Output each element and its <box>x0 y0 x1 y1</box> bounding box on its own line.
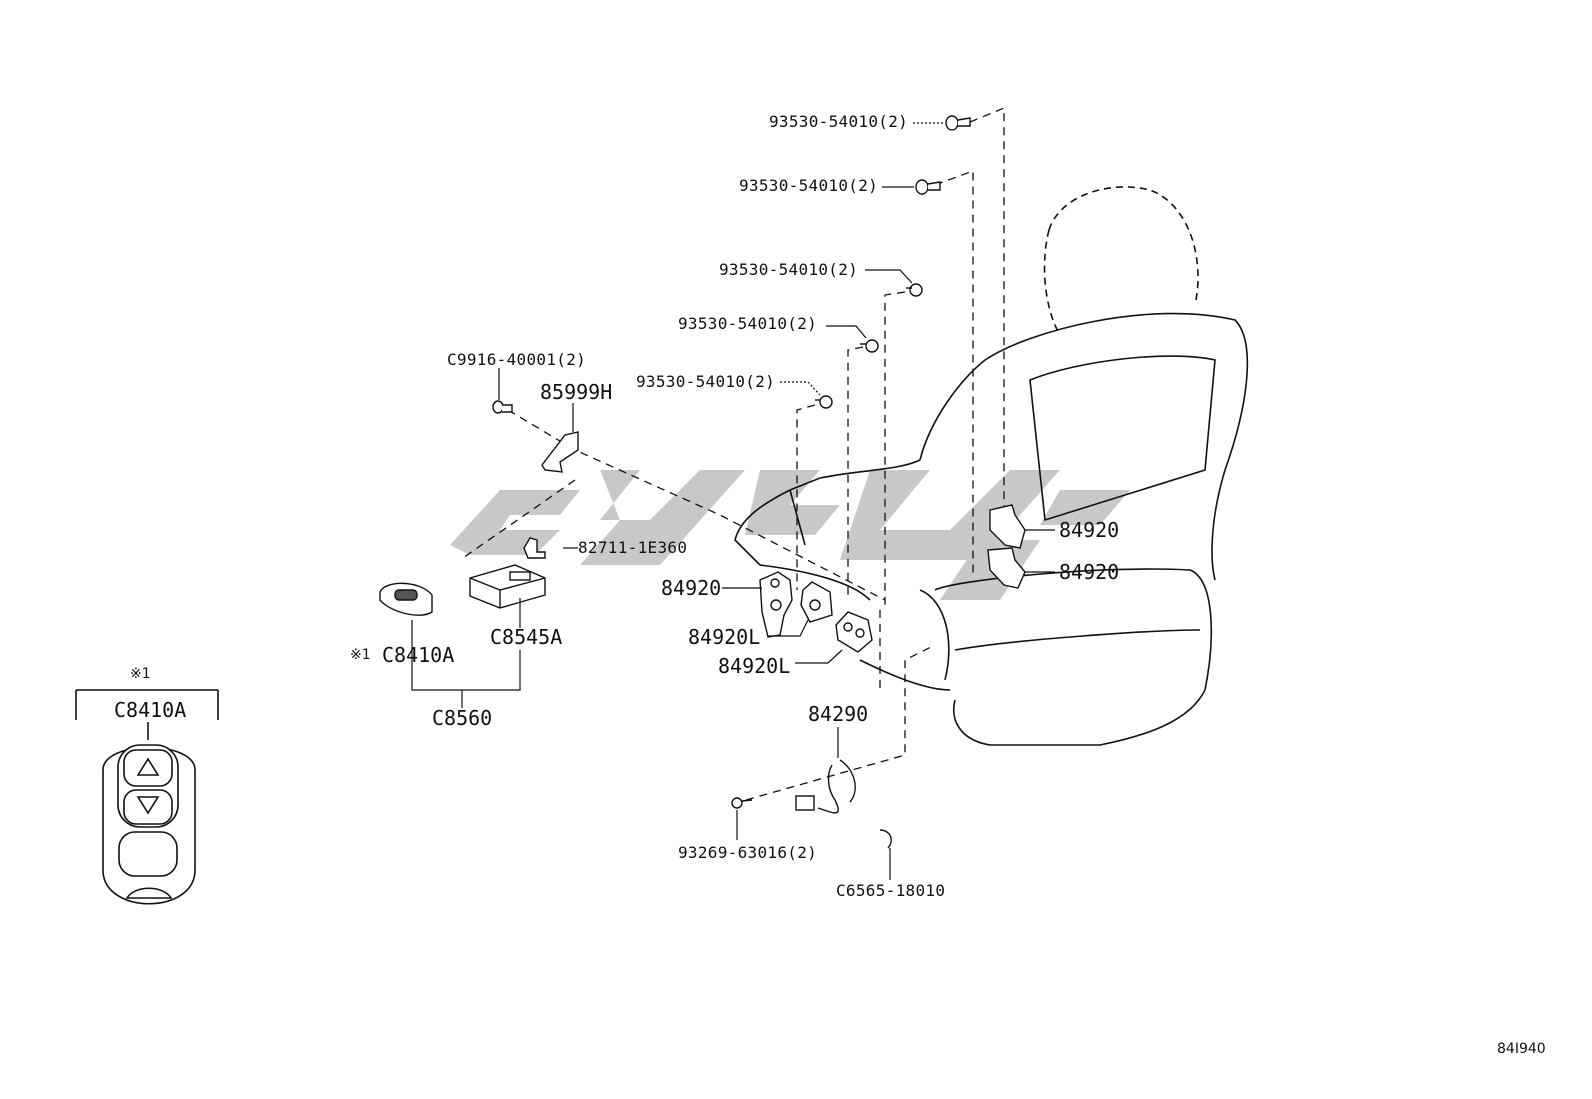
label-figure-id: 84I940 <box>1497 1041 1546 1057</box>
dashed-leaders <box>459 107 1005 801</box>
clamp-82711 <box>523 537 546 559</box>
bracket-85999h <box>541 431 579 473</box>
label-transmitter-c8410a: C8410A <box>382 643 455 667</box>
inset-transmitter <box>75 689 219 905</box>
label-kit-c8560: C8560 <box>432 706 493 730</box>
label-screw-c9916: C9916-40001(2) <box>447 350 587 369</box>
transmitter-c8410a <box>379 582 433 616</box>
label-receiver-c8545a: C8545A <box>490 625 563 649</box>
label-bolt-93530-c: 93530-54010(2) <box>719 260 859 279</box>
bolt-icons <box>492 115 971 809</box>
watermark-logo <box>450 470 1130 600</box>
label-switch-84920l-a: 84920L <box>688 625 761 649</box>
label-bolt-93530-d: 93530-54010(2) <box>678 314 818 333</box>
label-bolt-93530-b: 93530-54010(2) <box>739 176 879 195</box>
label-screw-93269: 93269-63016(2) <box>678 843 818 862</box>
label-switch-84920-right-b: 84920 <box>1059 560 1120 584</box>
label-clamp-82711: 82711-1E360 <box>578 538 688 557</box>
switch-parts <box>759 504 1026 653</box>
label-note-mark: ※1 <box>350 647 371 663</box>
label-bolt-93530-e: 93530-54010(2) <box>636 372 776 391</box>
leader-lines <box>411 122 1055 880</box>
label-clamp-c6565: C6565-18010 <box>836 881 946 900</box>
harness-84290 <box>795 759 892 849</box>
label-bolt-93530-a: 93530-54010(2) <box>769 112 909 131</box>
receiver-c8545a <box>469 564 546 609</box>
label-harness-84290: 84290 <box>808 702 869 726</box>
label-bracket-85999h: 85999H <box>540 380 613 404</box>
inset-note-mark: ※1 <box>130 666 151 682</box>
label-switch-84920-right-a: 84920 <box>1059 518 1120 542</box>
inset-part-label: C8410A <box>114 698 187 722</box>
label-switch-84920l-b: 84920L <box>718 654 791 678</box>
label-switch-84920-left: 84920 <box>661 576 722 600</box>
